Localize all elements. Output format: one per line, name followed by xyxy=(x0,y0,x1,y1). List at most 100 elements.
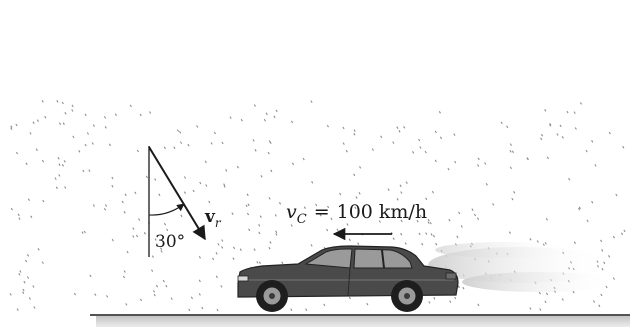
raindrop xyxy=(29,132,32,135)
raindrop xyxy=(269,141,272,144)
raindrop xyxy=(476,217,480,220)
angle-label: 30° xyxy=(155,232,185,252)
raindrop xyxy=(263,118,266,122)
raindrop xyxy=(162,279,165,283)
raindrop xyxy=(215,275,218,279)
raindrop xyxy=(160,250,163,253)
raindrop xyxy=(163,146,166,150)
raindrop xyxy=(41,100,44,103)
raindrop xyxy=(359,166,362,169)
raindrop xyxy=(540,137,543,141)
raindrop xyxy=(578,206,581,210)
raindrop xyxy=(252,139,255,142)
raindrop xyxy=(592,300,596,303)
raindrop xyxy=(41,261,44,264)
raindrop xyxy=(327,205,330,209)
front-wheel xyxy=(256,280,288,312)
raindrop xyxy=(260,175,263,178)
raindrop xyxy=(22,288,25,292)
raindrop xyxy=(275,230,278,234)
raindrop xyxy=(358,192,361,195)
raindrop xyxy=(259,215,262,218)
raindrop xyxy=(106,295,109,298)
raindrop xyxy=(275,233,278,236)
raindrop xyxy=(217,243,220,246)
raindrop xyxy=(10,127,13,130)
raindrop xyxy=(291,162,295,166)
raindrop xyxy=(22,291,25,294)
raindrop xyxy=(319,213,322,217)
raindrop xyxy=(454,160,457,164)
raindrop xyxy=(427,221,430,224)
raindrop xyxy=(529,238,532,241)
raindrop xyxy=(58,163,61,166)
raindrop xyxy=(44,115,47,119)
raindrop xyxy=(568,177,571,181)
raindrop xyxy=(183,191,187,194)
raindrop xyxy=(416,219,419,223)
raindrop xyxy=(232,246,236,250)
raindrop xyxy=(190,296,193,300)
raindrop xyxy=(55,186,58,190)
raindrop xyxy=(302,157,305,161)
raindrop xyxy=(58,174,61,177)
raindrop xyxy=(58,122,62,125)
raindrop xyxy=(457,285,460,288)
raindrop xyxy=(578,207,581,211)
raindrop xyxy=(342,142,345,145)
raindrop xyxy=(15,151,19,155)
raindrop xyxy=(544,300,547,304)
raindrop xyxy=(151,255,154,258)
raindrop xyxy=(15,123,18,127)
raindrop xyxy=(124,193,127,197)
raindrop xyxy=(400,191,403,194)
raindrop xyxy=(154,238,157,241)
raindrop xyxy=(432,234,436,238)
raindrop xyxy=(122,275,126,279)
raindrop xyxy=(477,164,480,167)
raindrop xyxy=(125,303,128,306)
raindrop xyxy=(17,213,20,217)
raindrop xyxy=(434,130,437,134)
raindrop xyxy=(212,257,215,261)
raindrop xyxy=(546,156,549,160)
raindrop xyxy=(145,175,148,179)
raindrop xyxy=(435,242,438,246)
raindrop xyxy=(608,255,611,258)
raindrop xyxy=(223,185,226,188)
raindrop xyxy=(456,235,459,239)
raindrop xyxy=(462,286,465,290)
raindrop xyxy=(492,203,495,206)
raindrop xyxy=(196,125,199,128)
raindrop xyxy=(88,169,91,172)
raindrop xyxy=(201,306,204,310)
raindrop xyxy=(353,173,356,177)
raindrop xyxy=(484,162,487,165)
raindrop xyxy=(290,120,294,124)
raindrop xyxy=(586,219,589,223)
raindrop xyxy=(121,200,124,204)
raindrop xyxy=(274,214,277,217)
raindrop xyxy=(152,290,156,293)
raindrop xyxy=(608,131,611,135)
raindrop xyxy=(336,228,339,232)
raindrop xyxy=(591,200,594,204)
raindrop xyxy=(139,298,143,302)
raindrop xyxy=(57,157,60,160)
raindrop xyxy=(600,293,603,297)
raindrop xyxy=(620,232,624,236)
raindrop xyxy=(84,113,87,117)
raindrop xyxy=(160,247,163,250)
ground xyxy=(90,314,630,327)
raindrop xyxy=(509,150,512,153)
raindrop xyxy=(78,150,81,153)
raindrop xyxy=(231,212,234,215)
raindrop xyxy=(246,193,249,197)
raindrop xyxy=(92,204,95,207)
raindrop xyxy=(526,157,529,161)
raindrop xyxy=(179,131,182,134)
raindrop xyxy=(612,235,615,239)
raindrop xyxy=(89,274,92,278)
raindrop xyxy=(378,220,381,223)
raindrop xyxy=(339,192,342,196)
